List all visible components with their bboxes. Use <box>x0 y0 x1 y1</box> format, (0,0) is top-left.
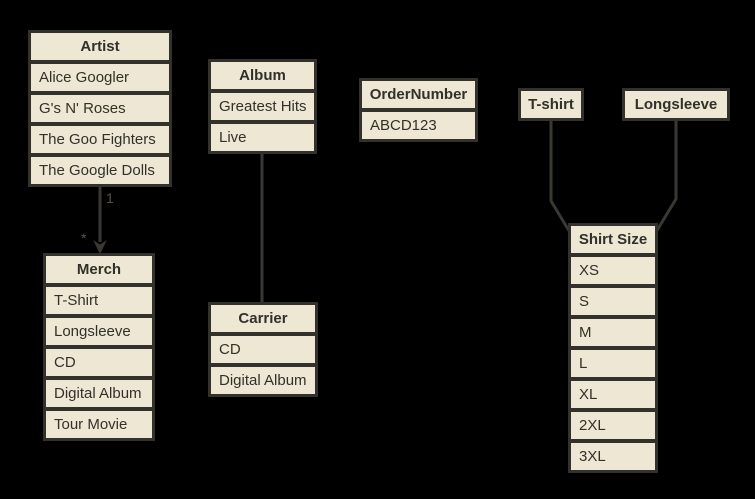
longsleeve-node: Longsleeve <box>622 88 730 121</box>
table-row: T-Shirt <box>46 287 152 314</box>
table-row: L <box>571 350 655 377</box>
table-row: Greatest Hits <box>211 93 314 120</box>
table-row: CD <box>46 349 152 376</box>
carrier-table: Carrier CD Digital Album <box>208 302 318 397</box>
longsleeve-shirtsize-connector <box>648 121 678 243</box>
merch-table-header: Merch <box>46 256 152 283</box>
table-row: Tour Movie <box>46 411 152 438</box>
carrier-table-header: Carrier <box>211 305 315 332</box>
ordernumber-table: OrderNumber ABCD123 <box>359 78 478 142</box>
tshirt-node: T-shirt <box>518 88 584 121</box>
cardinality-one-label: 1 <box>106 190 114 206</box>
table-row: Digital Album <box>211 367 315 394</box>
album-table: Album Greatest Hits Live <box>208 59 317 154</box>
table-row: Digital Album <box>46 380 152 407</box>
artist-table-header: Artist <box>31 33 169 60</box>
table-row: The Goo Fighters <box>31 126 169 153</box>
longsleeve-node-header: Longsleeve <box>625 91 727 118</box>
cardinality-many-label: * <box>81 230 87 246</box>
merch-table: Merch T-Shirt Longsleeve CD Digital Albu… <box>43 253 155 441</box>
table-row: XL <box>571 381 655 408</box>
album-table-header: Album <box>211 62 314 89</box>
table-row: CD <box>211 336 315 363</box>
table-row: 3XL <box>571 443 655 470</box>
shirt-size-table: Shirt Size XS S M L XL 2XL 3XL <box>568 223 658 473</box>
shirt-size-table-header: Shirt Size <box>571 226 655 253</box>
table-row: 2XL <box>571 412 655 439</box>
table-row: G's N' Roses <box>31 95 169 122</box>
tshirt-node-header: T-shirt <box>521 91 581 118</box>
table-row: ABCD123 <box>362 112 475 139</box>
table-row: Live <box>211 124 314 151</box>
table-row: Alice Googler <box>31 64 169 91</box>
table-row: XS <box>571 257 655 284</box>
table-row: S <box>571 288 655 315</box>
arrowhead-icon <box>93 240 107 254</box>
artist-table: Artist Alice Googler G's N' Roses The Go… <box>28 30 172 187</box>
table-row: M <box>571 319 655 346</box>
table-row: Longsleeve <box>46 318 152 345</box>
ordernumber-table-header: OrderNumber <box>362 81 475 108</box>
table-row: The Google Dolls <box>31 157 169 184</box>
